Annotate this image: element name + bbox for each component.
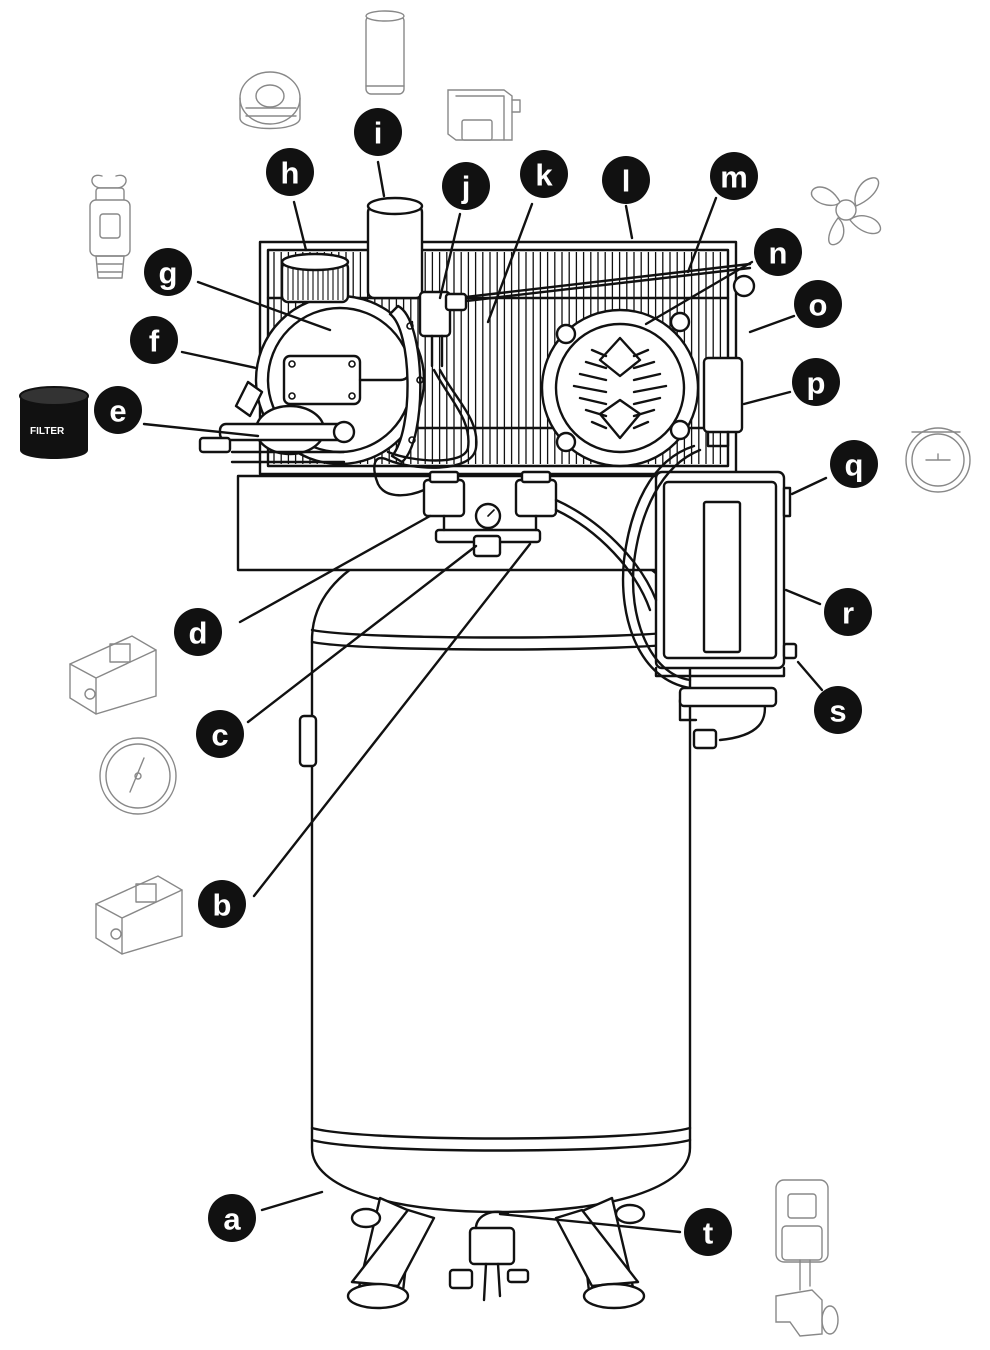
callout-label-h: h <box>281 156 300 191</box>
leader-b <box>252 542 532 898</box>
callout-i: i <box>354 108 402 156</box>
callout-c: c <box>196 710 244 758</box>
manifold <box>434 514 542 558</box>
tank-outlet-fitting <box>692 728 718 750</box>
leader-k <box>486 202 534 324</box>
electrical-control-box <box>654 470 798 678</box>
callout-label-c: c <box>211 718 228 753</box>
callout-leaders <box>142 160 828 1234</box>
callout-o: o <box>794 280 842 328</box>
gauge-accessory-left <box>99 737 177 815</box>
leader-o <box>748 314 796 334</box>
leader-a <box>260 1190 324 1212</box>
callout-label-p: p <box>807 366 826 401</box>
intake-air-filter <box>280 252 350 304</box>
pressure-switch-accessory-lower <box>95 875 183 955</box>
callout-r: r <box>824 588 872 636</box>
auto-drain-valve <box>448 1210 530 1302</box>
safety-valve-accessory <box>89 174 131 279</box>
callout-label-j: j <box>461 170 471 205</box>
callout-label-i: i <box>374 116 383 151</box>
callout-label-o: o <box>809 288 828 323</box>
callout-label-g: g <box>159 256 178 291</box>
unloader-valve <box>366 196 468 368</box>
leader-h <box>292 200 308 252</box>
pressure-switch-left <box>422 470 466 518</box>
callout-b: b <box>198 880 246 928</box>
callout-p: p <box>792 358 840 406</box>
callout-label-t: t <box>703 1216 713 1251</box>
motor-pulley <box>732 274 756 298</box>
callout-label-b: b <box>213 888 232 923</box>
leader-j <box>438 212 462 300</box>
oil-filter-accessory: FILTER <box>19 386 89 459</box>
callout-label-n: n <box>769 236 788 271</box>
callout-t: t <box>684 1208 732 1256</box>
leader-l <box>624 204 634 240</box>
leader-d <box>238 514 432 624</box>
callout-a: a <box>208 1194 256 1242</box>
callout-n: n <box>754 228 802 276</box>
pressure-switch-accessory-upper <box>69 635 157 715</box>
drive-belt <box>438 262 752 306</box>
callout-s: s <box>814 686 862 734</box>
leader-g <box>196 280 332 332</box>
tank-pressure-gauge <box>474 502 502 530</box>
callout-m: m <box>710 152 758 200</box>
callout-label-l: l <box>622 164 631 199</box>
callout-label-q: q <box>845 448 864 483</box>
callout-label-d: d <box>189 616 208 651</box>
oil-reservoir <box>198 404 356 464</box>
callout-k: k <box>520 150 568 198</box>
leader-m <box>686 196 718 274</box>
callout-label-m: m <box>720 160 748 195</box>
callout-label-e: e <box>109 394 126 429</box>
gauge-accessory-right <box>905 427 971 493</box>
drain-valve-accessory <box>775 1179 839 1337</box>
callout-j: j <box>442 162 490 210</box>
callout-l: l <box>602 156 650 204</box>
leader-p <box>742 390 792 406</box>
solenoid-accessory <box>447 89 521 141</box>
callout-label-f: f <box>149 324 160 359</box>
callout-h: h <box>266 148 314 196</box>
leader-t <box>498 1212 682 1234</box>
leader-i <box>376 160 386 198</box>
crankcase-breather <box>234 380 264 418</box>
callout-f: f <box>130 316 178 364</box>
callout-label-r: r <box>842 596 854 631</box>
callout-label-s: s <box>829 694 846 729</box>
leader-e <box>142 422 260 438</box>
fan-blade-accessory <box>810 177 882 246</box>
leader-f <box>180 350 258 370</box>
leader-c <box>246 544 478 724</box>
leader-s <box>796 660 824 692</box>
oil-filter-label: FILTER <box>30 426 65 437</box>
separator-filter-accessory <box>365 10 405 95</box>
leader-r <box>784 588 822 606</box>
callout-e: e <box>94 386 142 434</box>
motor-junction-box <box>702 356 744 434</box>
electric-motor <box>540 308 700 468</box>
leader-q <box>790 476 828 496</box>
discharge-tube <box>373 368 478 497</box>
callout-label-a: a <box>223 1202 241 1237</box>
pressure-switch-right <box>514 470 558 518</box>
callout-g: g <box>144 248 192 296</box>
callout-label-k: k <box>535 158 553 193</box>
leader-n <box>644 260 754 326</box>
callout-d: d <box>174 608 222 656</box>
filter-element-accessory <box>239 71 301 130</box>
callout-q: q <box>830 440 878 488</box>
callout-badges: a b c d efg h i j k l m no p q r s t <box>94 108 878 1256</box>
